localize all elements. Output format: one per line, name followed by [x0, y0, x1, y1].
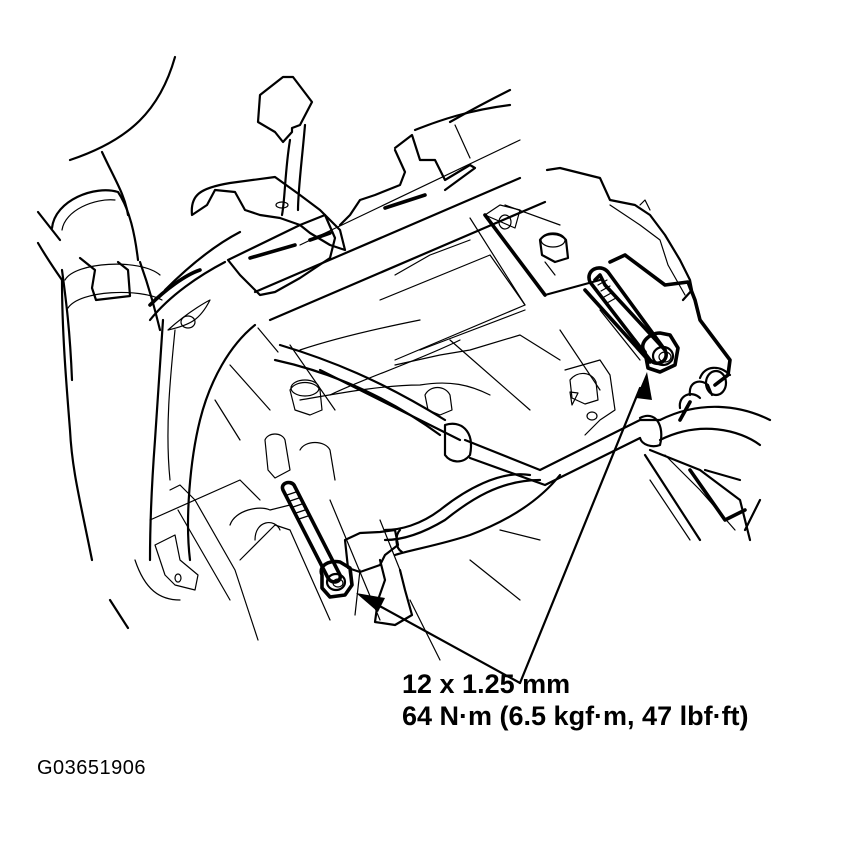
- top-connector: [256, 75, 314, 217]
- callout-leaders: [356, 372, 652, 685]
- torque-callout: 12 x 1.25 mm 64 N·m (6.5 kgf·m, 47 lbf·f…: [402, 668, 749, 732]
- wiring-harness: [273, 343, 772, 557]
- upper-bracket: [190, 175, 427, 297]
- upper-right-bolt: [587, 266, 680, 374]
- right-component: [545, 166, 732, 422]
- bolt-size-label: 12 x 1.25 mm: [402, 669, 571, 699]
- central-housing: [299, 204, 602, 411]
- boss-features: [289, 232, 616, 436]
- lower-connector: [343, 528, 414, 627]
- figure-id: G03651906: [37, 757, 147, 779]
- top-middle-bracket: [338, 88, 512, 227]
- right-lower-structure: [643, 453, 762, 542]
- radiator-hose: [36, 189, 165, 562]
- torque-spec-label: 64 N·m (6.5 kgf·m, 47 lbf·ft): [402, 701, 749, 731]
- lower-left-bolt: [280, 480, 354, 599]
